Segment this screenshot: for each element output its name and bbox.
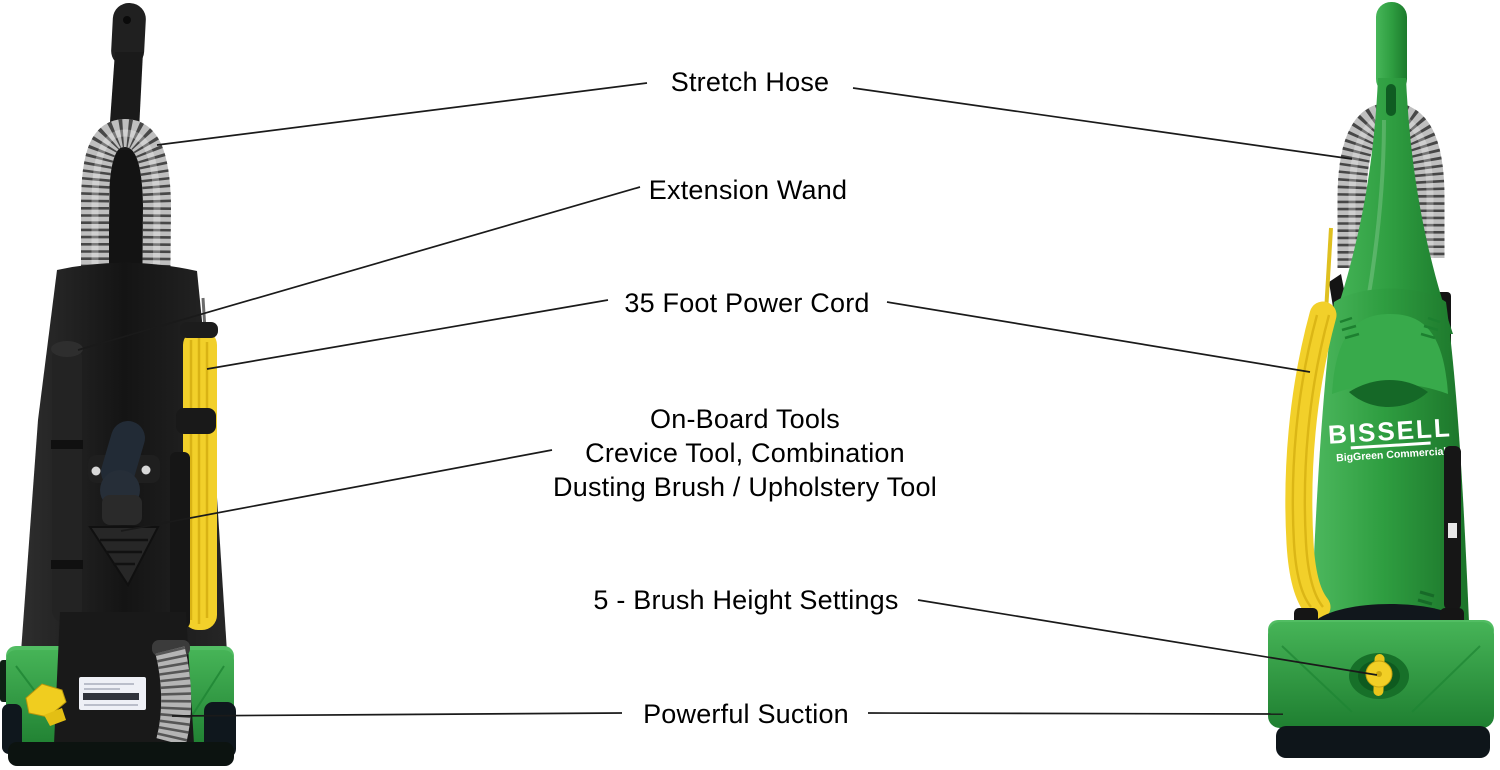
callout-line-extension-wand: [77, 186, 641, 351]
vacuum-base-back: [0, 612, 236, 766]
onboard-tools-caddy: [88, 421, 160, 587]
callout-text: On-Board Tools: [650, 404, 840, 434]
rear-wheel: [2, 704, 22, 754]
base-bumper: [8, 742, 234, 766]
suction-hose: [152, 640, 192, 746]
callout-line-brush-height: [917, 599, 1378, 676]
callout-label-power-cord: 35 Foot Power Cord: [572, 286, 922, 320]
extension-wand: [51, 341, 83, 623]
bissell-logo: BISSELL BigGreen Commercial: [1327, 412, 1452, 464]
vacuum-base-front: [1268, 608, 1494, 758]
callout-text: 5 - Brush Height Settings: [593, 585, 899, 615]
combination-tool: [88, 526, 160, 587]
callout-line-power-cord-right: [886, 301, 1311, 373]
base-bumper: [1276, 726, 1490, 758]
callout-line-powerful-suction-right: [867, 712, 1284, 715]
callout-text: Dusting Brush / Upholstery Tool: [553, 472, 937, 502]
vacuum-back-view-illustration: [0, 3, 236, 766]
callout-label-brush-height: 5 - Brush Height Settings: [571, 583, 921, 617]
callout-text: Extension Wand: [648, 175, 848, 205]
height-adjust-lever: [25, 683, 67, 726]
callout-label-stretch-hose: Stretch Hose: [600, 65, 900, 99]
callout-label-extension-wand: Extension Wand: [598, 173, 898, 207]
side-latch-label: [1448, 523, 1457, 538]
callout-line-onboard-tools: [120, 449, 553, 532]
callout-line-stretch-hose-right: [852, 87, 1353, 160]
callout-text: Powerful Suction: [643, 699, 849, 729]
callout-text: Crevice Tool, Combination: [585, 438, 905, 468]
vacuum-neck: [1329, 2, 1453, 334]
brush-height-knob: [1349, 653, 1409, 699]
power-cord-wrap: [170, 297, 218, 630]
rating-label: [79, 677, 146, 710]
screw: [141, 465, 151, 475]
callout-text: 35 Foot Power Cord: [624, 288, 870, 318]
callout-line-stretch-hose-left: [156, 82, 648, 146]
callout-label-onboard-tools: On-Board Tools Crevice Tool, Combination…: [545, 402, 945, 504]
callout-text: Stretch Hose: [670, 67, 830, 97]
hood: [1332, 314, 1448, 407]
screw: [91, 466, 101, 476]
callout-line-powerful-suction-left: [171, 712, 623, 717]
callout-lines: [77, 82, 1378, 717]
cord-hook: [176, 408, 216, 434]
vacuum-front-view-illustration: BISSELL BigGreen Commercial: [1268, 2, 1494, 758]
callout-label-powerful-suction: Powerful Suction: [596, 697, 896, 731]
callout-line-power-cord-left: [206, 299, 609, 370]
